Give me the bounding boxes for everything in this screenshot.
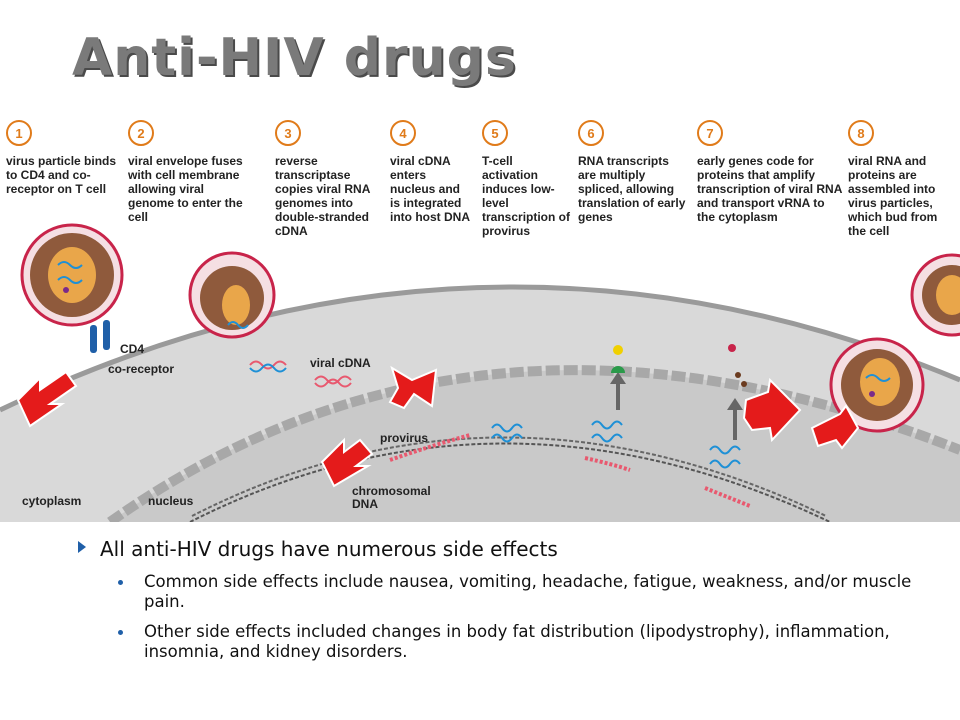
virus-particle-1 bbox=[20, 223, 124, 327]
bullet-sub-text: Common side effects include nausea, vomi… bbox=[144, 572, 912, 611]
step-7: 7 early genes code for proteins that amp… bbox=[697, 120, 842, 224]
virus-particle-2 bbox=[188, 251, 276, 339]
slide-title: Anti-HIV drugs bbox=[72, 28, 517, 88]
drug-target-arrow-3 bbox=[320, 437, 374, 488]
virus-particle-4 bbox=[910, 253, 960, 337]
label-cd4: CD4 bbox=[120, 342, 145, 356]
step-description: virus particle binds to CD4 and co-recep… bbox=[6, 154, 117, 196]
bullet-list: All anti-HIV drugs have numerous side ef… bbox=[78, 536, 928, 662]
step-number: 5 bbox=[482, 120, 508, 146]
cd4-receptor bbox=[90, 325, 97, 353]
drug-target-arrow-5 bbox=[810, 404, 860, 450]
step-description: viral cDNA enters nucleus and is integra… bbox=[390, 154, 470, 224]
viral-cdna-helix bbox=[249, 360, 287, 370]
dot-bullet-icon bbox=[118, 580, 123, 585]
provirus-segment bbox=[389, 433, 471, 462]
drug-target-arrow-4 bbox=[742, 377, 802, 443]
step-5: 5 T-cell activation induces low-level tr… bbox=[482, 120, 570, 238]
bullet-sub-text: Other side effects included changes in b… bbox=[144, 622, 890, 661]
step-description: viral RNA and proteins are assembled int… bbox=[848, 154, 938, 238]
step-number: 6 bbox=[578, 120, 604, 146]
step-4: 4 viral cDNA enters nucleus and is integ… bbox=[390, 120, 470, 224]
drug-target-arrow-1 bbox=[16, 370, 78, 428]
cell-membrane bbox=[0, 284, 960, 413]
step-description: viral envelope fuses with cell membrane … bbox=[128, 154, 243, 224]
bullet-sub-2: Other side effects included changes in b… bbox=[78, 622, 928, 662]
drug-target-arrow-2 bbox=[388, 365, 438, 410]
step-number: 4 bbox=[390, 120, 416, 146]
hiv-lifecycle-diagram: 1 virus particle binds to CD4 and co-rec… bbox=[0, 110, 960, 522]
step-description: RNA transcripts are multiply spliced, al… bbox=[578, 154, 686, 224]
step-8: 8 viral RNA and proteins are assembled i… bbox=[848, 120, 956, 238]
step-number: 8 bbox=[848, 120, 874, 146]
triangle-bullet-icon bbox=[78, 541, 86, 553]
dot-bullet-icon bbox=[118, 630, 123, 635]
diagram-illustration bbox=[0, 223, 960, 522]
bullet-sub-1: Common side effects include nausea, vomi… bbox=[78, 572, 928, 612]
label-chromosomal-dna: chromosomal DNA bbox=[352, 484, 431, 511]
virus-particle-3 bbox=[829, 337, 925, 433]
step-6: 6 RNA transcripts are multiply spliced, … bbox=[578, 120, 688, 224]
chromosomal-dna bbox=[189, 442, 831, 522]
protein-yellow bbox=[613, 345, 623, 355]
label-coreceptor: co-receptor bbox=[108, 362, 175, 376]
step-number: 2 bbox=[128, 120, 154, 146]
step-description: T-cell activation induces low-level tran… bbox=[482, 154, 571, 238]
step-2: 2 viral envelope fuses with cell membran… bbox=[128, 120, 246, 224]
coreceptor bbox=[103, 320, 110, 350]
label-cytoplasm: cytoplasm bbox=[22, 494, 82, 508]
step-number: 7 bbox=[697, 120, 723, 146]
step-description: early genes code for proteins that ampli… bbox=[697, 154, 842, 224]
step-number: 1 bbox=[6, 120, 32, 146]
step-number: 3 bbox=[275, 120, 301, 146]
rna-transcript bbox=[491, 423, 523, 433]
step-3: 3 reverse transcriptase copies viral RNA… bbox=[275, 120, 385, 238]
bullet-main: All anti-HIV drugs have numerous side ef… bbox=[78, 536, 928, 562]
bullet-main-text: All anti-HIV drugs have numerous side ef… bbox=[100, 537, 558, 561]
nuclear-envelope bbox=[107, 365, 960, 522]
label-provirus: provirus bbox=[380, 431, 429, 445]
step-description: reverse transcriptase copies viral RNA g… bbox=[275, 154, 370, 238]
label-viral-cdna: viral cDNA bbox=[310, 356, 371, 370]
step-1: 1 virus particle binds to CD4 and co-rec… bbox=[6, 120, 124, 196]
label-nucleus: nucleus bbox=[148, 494, 194, 508]
